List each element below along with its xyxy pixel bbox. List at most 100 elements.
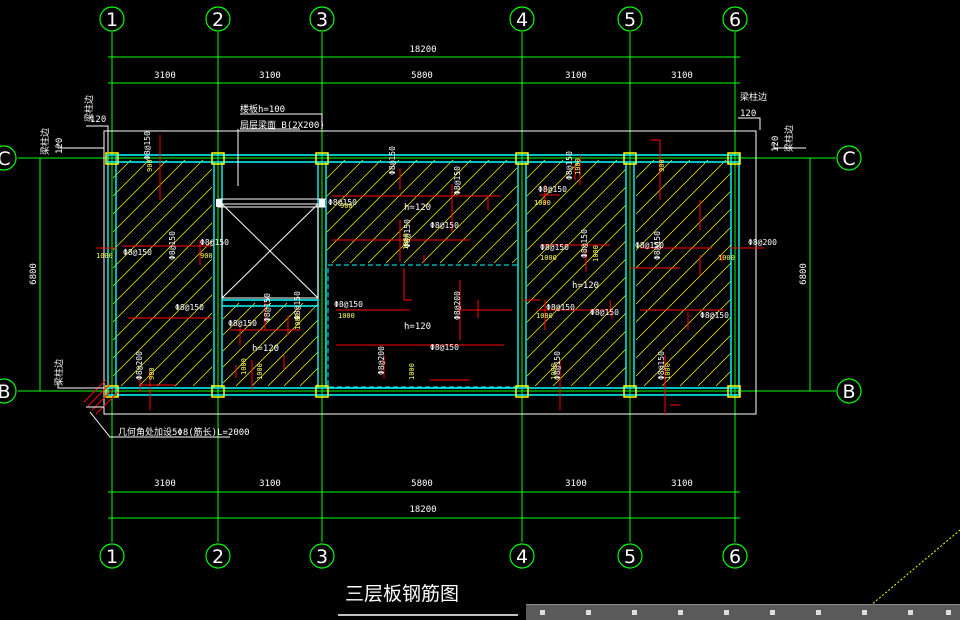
rebar-length-label: 1000 [540,254,557,262]
hatch-line [319,160,545,386]
hatch-line [327,160,346,179]
hatch-line [527,222,626,323]
hatch-line [527,160,618,251]
rebar-label: Φ8@150 [403,219,412,248]
hatch-line [120,294,212,386]
hatch-line [527,258,626,359]
rebar-length-label: 1000 [256,363,264,380]
hatch-line [787,160,960,386]
dimension-text: 18200 3100 3100 5800 3100 3100 3100 3100… [29,45,809,515]
hatch-line [113,276,212,377]
hatch-line [534,294,626,386]
hatch-line [679,334,731,386]
dim-bottom-4: 3100 [565,479,587,489]
axis-top-1: 1 [106,9,118,31]
hatch-line [527,160,600,233]
rebar-label: Φ8@150 [657,351,666,380]
hatch-line [932,160,960,386]
hatch-line [251,319,318,386]
hatch-line [113,186,212,287]
rebar-length-label: 1000 [534,199,551,207]
taskbar-dot-2[interactable] [586,610,591,615]
note-edge-left-top: 梁柱边 [39,128,51,155]
hatch-line [223,303,240,320]
axis-grid-lines [18,32,836,542]
dim-left: 6800 [29,263,39,285]
taskbar-dot-10[interactable] [946,610,951,615]
hatch-line [643,298,731,386]
hatch-line [475,221,517,263]
hatch-line [349,160,454,263]
rebar-label: Φ8@150 [590,308,619,317]
hatch-line [113,160,114,161]
taskbar-dot-1[interactable] [540,610,545,615]
taskbar-dot-3[interactable] [632,610,637,615]
note-corner: 几何角处加设5Φ8(筋长)L=2000 [118,426,250,438]
hatch-line [636,244,731,341]
axis-left-b: B [0,381,11,403]
hatch-line [914,160,960,386]
rebar-label: Φ8@150 [538,185,567,194]
slab-hatch-bay-5 [636,160,960,386]
rebar-label: Φ8@150 [228,319,257,328]
dim-total-top: 18200 [409,45,436,55]
axis-bottom-3: 3 [316,546,328,568]
hatch-line [527,276,626,377]
hatch-line [113,204,212,305]
hatch-line [636,160,727,251]
taskbar [526,604,960,620]
hatch-line [283,160,509,386]
hatch-line [223,303,304,384]
leader-lines [57,113,806,438]
taskbar-dot-9[interactable] [908,610,913,615]
dim-total-bottom: 18200 [409,505,436,515]
rebar-label: Φ8@200 [453,291,462,320]
hatch-line [421,167,517,263]
hatch-line [661,160,887,386]
hatch-line [301,160,527,386]
rebar-label: Φ8@150 [143,131,152,160]
rebar-label: Φ8@150 [168,231,177,260]
hatch-line [527,160,564,197]
axis-top-4: 4 [516,9,528,31]
taskbar-dot-8[interactable] [862,610,867,615]
hatch-line [842,160,960,386]
hatch-line [113,160,168,215]
axis-top-2: 2 [212,9,224,31]
taskbar-dot-4[interactable] [678,610,683,615]
dim-top-1: 3100 [154,71,176,81]
hatch-line [734,160,960,386]
rebar-label: Φ8@150 [328,198,357,207]
stray-line [869,529,960,607]
drawing-title: 三层板钢筋图 [345,583,459,605]
rebar-label: Φ8@150 [635,241,664,250]
hatch-line [751,160,960,386]
axis-bottom-6: 6 [729,546,741,568]
dim-top-2: 3100 [259,71,281,81]
offset-tr: 120 [740,109,756,119]
axis-bottom-4: 4 [516,546,528,568]
hatch-line [570,330,626,386]
dim-bottom-1: 3100 [154,479,176,489]
axis-bottom-2: 2 [212,546,224,568]
rebar-label: Φ8@150 [565,151,574,180]
hatch-line [878,160,960,386]
axis-bubbles [0,6,862,569]
corner-reinforcement [83,379,119,415]
hatch-line [552,312,626,386]
hatch-line [113,160,150,197]
taskbar-dot-7[interactable] [816,610,821,615]
hatch-line [824,160,960,386]
rebar-label: Φ8@150 [200,238,229,247]
hatch-line [679,160,905,386]
hatch-line [283,351,318,386]
note-edge-tl: 梁柱边 [83,95,95,122]
taskbar-dot-5[interactable] [724,610,729,615]
taskbar-dot-6[interactable] [770,610,775,615]
thickness-bay4: h=120 [572,281,599,291]
hatch-line [636,226,731,323]
hatch-line [235,303,318,386]
hatch-line [457,203,517,263]
